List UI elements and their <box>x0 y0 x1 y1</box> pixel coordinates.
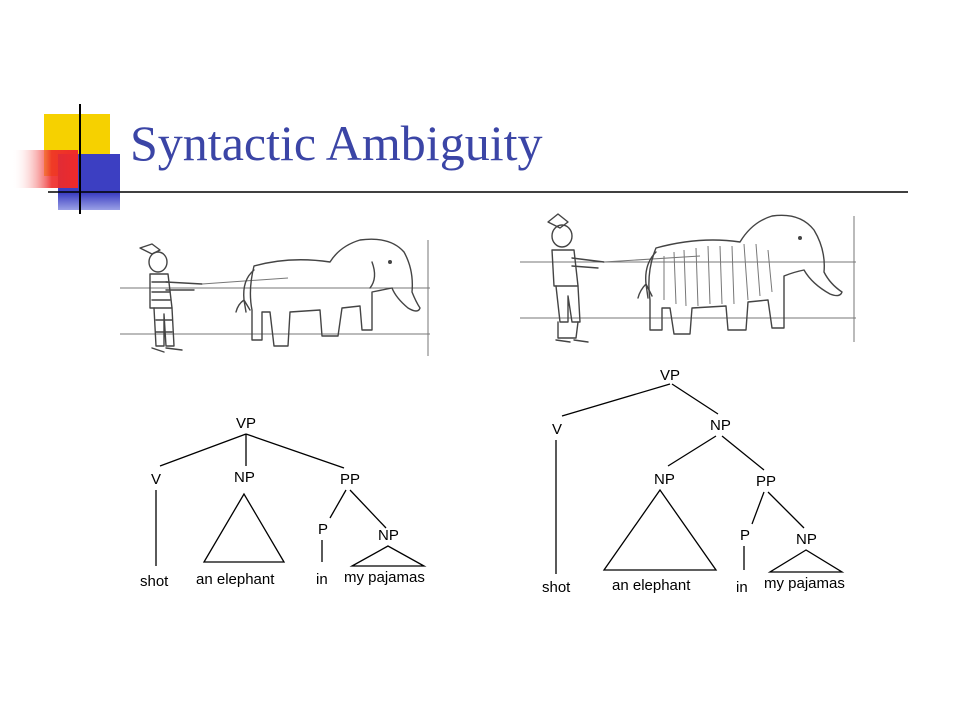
leaf-an-elephant: an elephant <box>196 571 275 588</box>
leaf-shot: shot <box>140 573 169 590</box>
node-np-top: NP <box>710 417 731 434</box>
node-v: V <box>552 421 562 438</box>
left-illustration <box>120 238 430 356</box>
node-vp: VP <box>660 367 680 384</box>
node-np2: NP <box>378 527 399 544</box>
node-np2: NP <box>796 531 817 548</box>
node-p: P <box>318 521 328 538</box>
edge-vp-np-top <box>671 383 719 415</box>
node-pp: PP <box>756 473 776 490</box>
node-vp: VP <box>236 415 256 432</box>
deco-red-square <box>12 150 78 188</box>
leaf-shot: shot <box>542 579 571 596</box>
edge-nptop-np <box>667 435 717 467</box>
triangle-my-pajamas <box>349 545 427 567</box>
edge-vp-v <box>561 383 671 417</box>
leaf-an-elephant: an elephant <box>612 577 691 594</box>
edge-pp-np <box>349 489 387 529</box>
slide-title: Syntactic Ambiguity <box>130 115 543 171</box>
leaf-my-pajamas: my pajamas <box>344 569 425 586</box>
leaf-in: in <box>736 579 748 596</box>
node-np: NP <box>654 471 675 488</box>
triangle-an-elephant <box>202 492 286 563</box>
edge-pp-p <box>751 491 765 525</box>
right-illustration <box>520 213 856 343</box>
node-p: P <box>740 527 750 544</box>
edge-vp-v <box>159 433 247 467</box>
node-pp: PP <box>340 471 360 488</box>
node-v: V <box>151 471 161 488</box>
edge-vp-pp <box>245 433 345 469</box>
leaf-my-pajamas: my pajamas <box>764 575 845 592</box>
leaf-in: in <box>316 571 328 588</box>
node-np: NP <box>234 469 255 486</box>
triangle-an-elephant <box>602 488 718 571</box>
triangle-my-pajamas <box>767 549 845 573</box>
edge-pp-np <box>767 491 805 529</box>
edge-nptop-pp <box>721 435 765 471</box>
edge-pp-p <box>329 489 347 519</box>
